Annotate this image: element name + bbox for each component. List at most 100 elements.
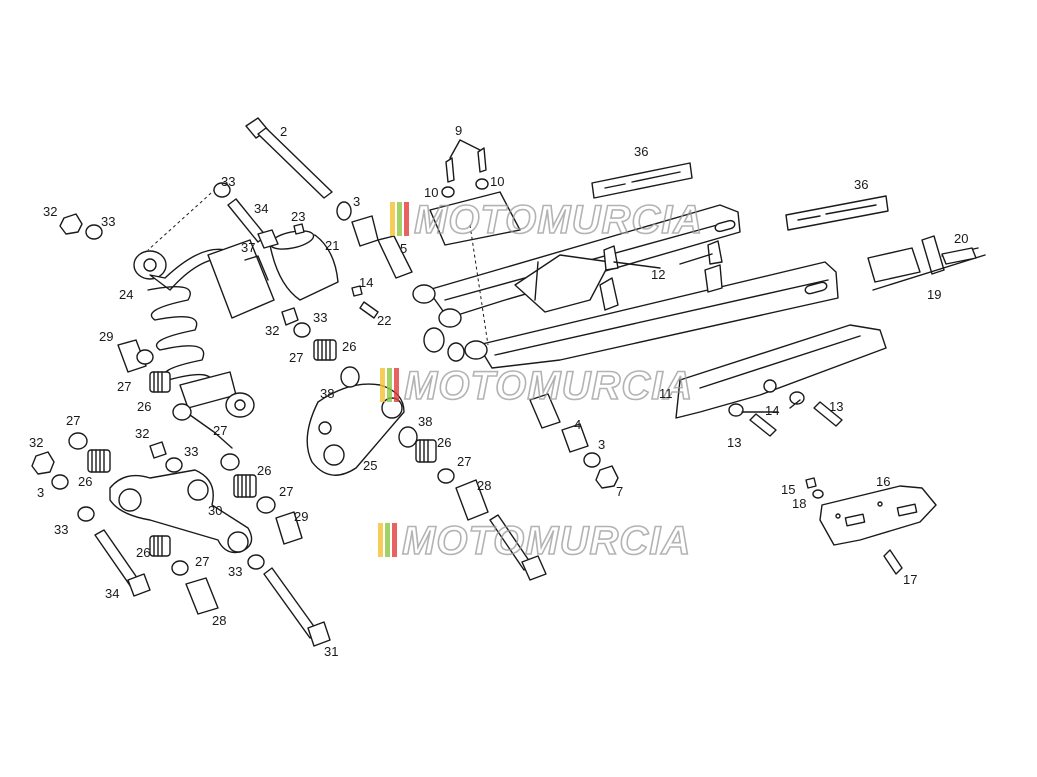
callout-28: 28: [477, 478, 491, 493]
callout-26: 26: [136, 545, 150, 560]
callout-33: 33: [228, 564, 242, 579]
callout-34: 34: [254, 201, 268, 216]
callout-20: 20: [954, 231, 968, 246]
watermark-stripe: [385, 523, 390, 557]
watermark-text: MOTOMURCIA: [402, 519, 691, 563]
callout-27: 27: [279, 484, 293, 499]
callout-17: 17: [903, 572, 917, 587]
callout-32: 32: [265, 323, 279, 338]
watermark-stripe: [404, 202, 409, 236]
bolt-lower-center: [489, 514, 547, 581]
callout-38: 38: [320, 386, 334, 401]
needle-bearings: [87, 339, 437, 557]
callout-22: 22: [377, 313, 391, 328]
callout-13: 13: [829, 399, 843, 414]
watermark-text: MOTOMURCIA: [404, 364, 693, 408]
callout-5: 5: [400, 241, 407, 256]
callout-26: 26: [257, 463, 271, 478]
callout-32: 32: [29, 435, 43, 450]
callout-33: 33: [221, 174, 235, 189]
watermark-stripe: [378, 523, 383, 557]
callout-16: 16: [876, 474, 890, 489]
callout-27: 27: [195, 554, 209, 569]
callout-14: 14: [359, 275, 373, 290]
leader-lines: [189, 139, 801, 449]
callout-26: 26: [137, 399, 151, 414]
decal-right: [785, 195, 889, 231]
shock-absorber: [133, 239, 275, 418]
watermark-stripe: [392, 523, 397, 557]
callout-31: 31: [324, 644, 338, 659]
callout-4: 4: [574, 417, 581, 432]
callout-34: 34: [105, 586, 119, 601]
pivot-bolt: [245, 117, 333, 199]
callout-3: 3: [37, 485, 44, 500]
watermark-stripe: [390, 202, 395, 236]
bolt-34-lower: [94, 529, 151, 597]
callout-29: 29: [99, 329, 113, 344]
watermark-logo: MOTOMURCIA MOTOMURCIA MOTOMURCIA: [378, 197, 703, 564]
callout-13: 13: [727, 435, 741, 450]
chain-guard: [675, 324, 887, 419]
rocker-arm: [109, 469, 253, 554]
callout-33: 33: [184, 444, 198, 459]
callout-26: 26: [342, 339, 356, 354]
callout-14: 14: [765, 403, 779, 418]
callout-33: 33: [101, 214, 115, 229]
swingarm: [412, 191, 839, 369]
callout-19: 19: [927, 287, 941, 302]
callout-27: 27: [289, 350, 303, 365]
washers-and-nuts: [31, 178, 824, 576]
rear-block: [867, 235, 986, 291]
callout-23: 23: [291, 209, 305, 224]
callout-7: 7: [616, 484, 623, 499]
watermark-stripe: [387, 368, 392, 402]
callout-21: 21: [325, 238, 339, 253]
bolt-31: [263, 567, 331, 647]
callout-27: 27: [457, 454, 471, 469]
dash-guide: [147, 184, 221, 251]
callout-3: 3: [353, 194, 360, 209]
callout-27: 27: [117, 379, 131, 394]
callout-26: 26: [78, 474, 92, 489]
callout-36: 36: [634, 144, 648, 159]
watermark-stripe: [397, 202, 402, 236]
bushings: [117, 215, 589, 615]
callout-labels: 2 3 5 9 10 10 36 36 33 34 32 33 23 21 37…: [29, 123, 968, 659]
callout-15: 15: [781, 482, 795, 497]
callout-12: 12: [651, 267, 665, 282]
bolt-34-upper: [227, 198, 279, 249]
callout-26: 26: [437, 435, 451, 450]
callout-25: 25: [363, 458, 377, 473]
decal-left: [591, 162, 693, 199]
callout-33: 33: [313, 310, 327, 325]
chain-slider: [819, 485, 937, 546]
callout-2: 2: [280, 124, 287, 139]
callout-10: 10: [424, 185, 438, 200]
callout-27: 27: [213, 423, 227, 438]
callout-33: 33: [54, 522, 68, 537]
callout-38: 38: [418, 414, 432, 429]
linkage-rod: [306, 383, 405, 476]
callout-18: 18: [792, 496, 806, 511]
watermark-text: MOTOMURCIA: [414, 198, 703, 242]
watermark-stripe: [394, 368, 399, 402]
callout-9: 9: [455, 123, 462, 138]
callout-24: 24: [119, 287, 133, 302]
callout-3: 3: [598, 437, 605, 452]
callout-32: 32: [135, 426, 149, 441]
bolt-13: [359, 147, 977, 575]
watermark-stripe: [380, 368, 385, 402]
callout-11: 11: [659, 386, 673, 401]
callout-32: 32: [43, 204, 57, 219]
callout-36: 36: [854, 177, 868, 192]
dash-guide: [469, 224, 489, 346]
callout-37: 37: [241, 240, 255, 255]
callout-28: 28: [212, 613, 226, 628]
callout-10: 10: [490, 174, 504, 189]
watermark-instance: MOTOMURCIA: [380, 363, 693, 409]
watermark-instance: MOTOMURCIA: [378, 518, 691, 564]
callout-27: 27: [66, 413, 80, 428]
